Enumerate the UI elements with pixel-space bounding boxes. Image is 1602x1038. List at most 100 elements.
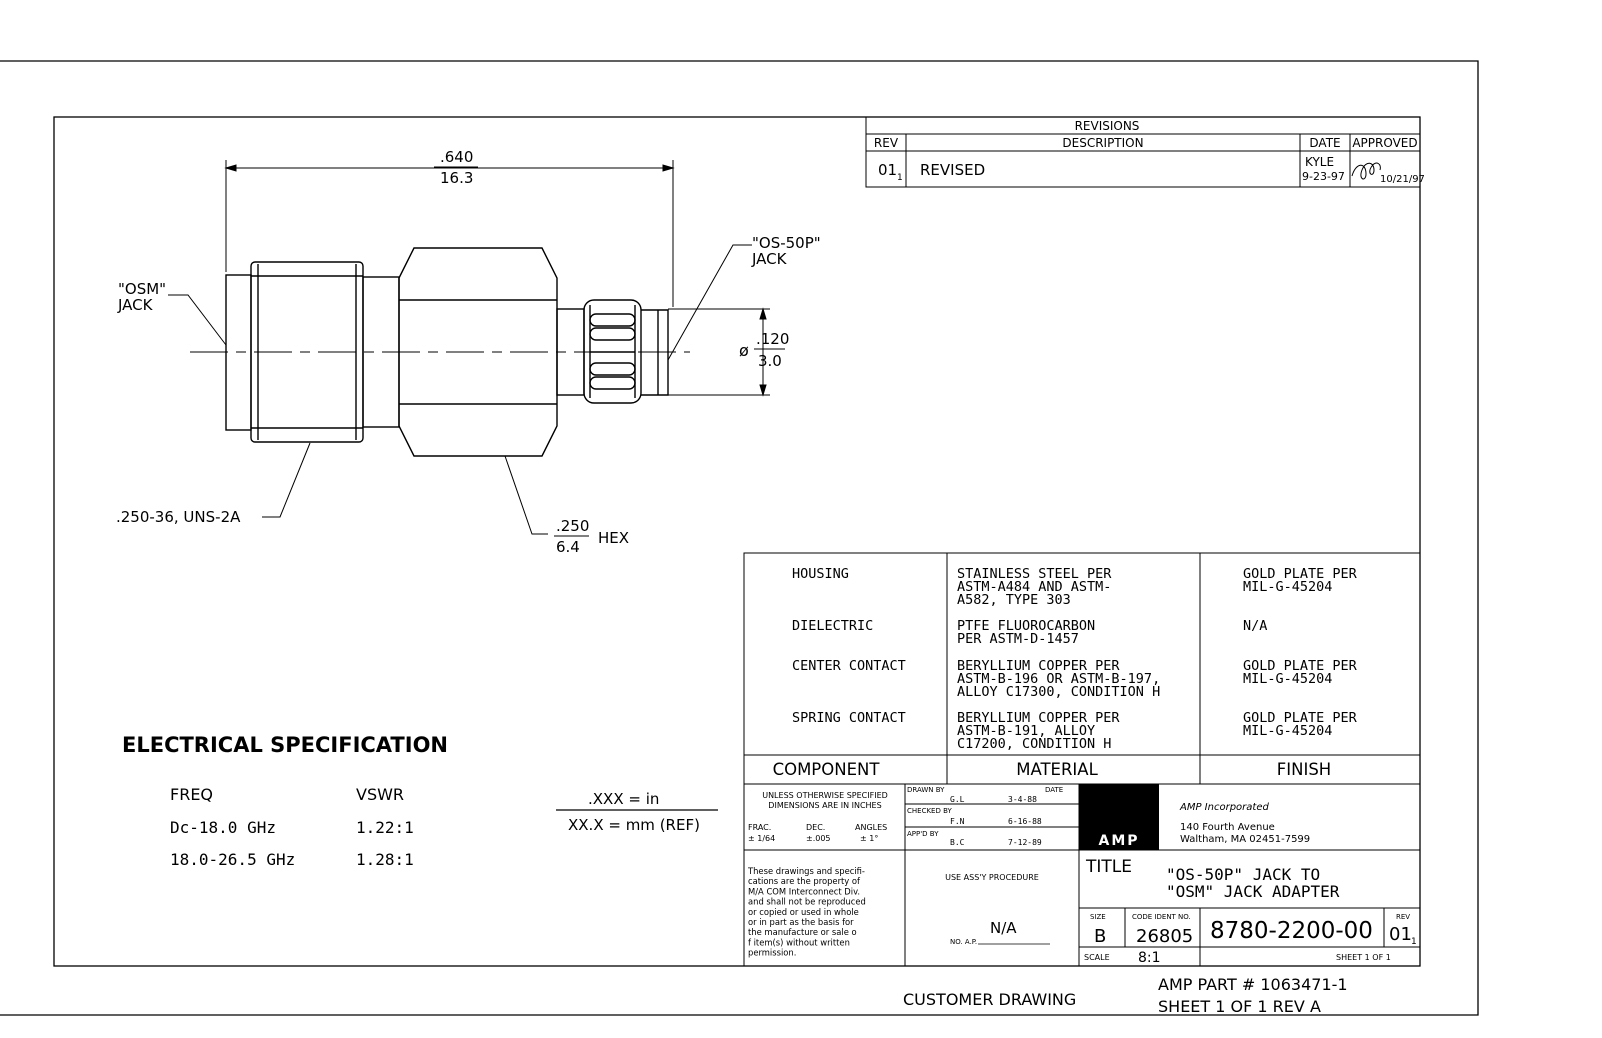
- material-header: MATERIAL: [1016, 760, 1098, 779]
- approver-signature: [1351, 162, 1381, 180]
- dimension-labels: .640 16.3 "OSM" JACK "OS-50P" JACK ø .12…: [116, 148, 821, 556]
- angles-label: ANGLES: [855, 823, 887, 832]
- angles-value: ± 1°: [860, 834, 878, 843]
- units-mm: XX.X = mm (REF): [568, 816, 700, 834]
- revisions-table: [865, 116, 1421, 188]
- rev-date-name: KYLE: [1305, 155, 1334, 169]
- rev-value-sub: 1: [897, 173, 903, 183]
- proprietary-line-1: These drawings and specifi-: [747, 866, 865, 876]
- proprietary-line-4: and shall not be reproduced: [748, 897, 866, 907]
- revisions-text: REVISIONS REV DESCRIPTION DATE APPROVED …: [874, 119, 1425, 185]
- material-4-line-2: ASTM-B-191, ALLOY: [957, 723, 1095, 739]
- amp-part-number: AMP PART # 1063471-1: [1158, 975, 1348, 994]
- proprietary-line-3: M/A COM Interconnect Div.: [748, 886, 860, 896]
- hex-label: HEX: [598, 529, 629, 547]
- component-4: SPRING CONTACT: [792, 710, 906, 726]
- frac-label: FRAC.: [748, 823, 771, 832]
- material-1-line-1: STAINLESS STEEL PER: [957, 566, 1112, 582]
- amp-logo-box: [1079, 784, 1159, 850]
- proprietary-notice: These drawings and specifi-cations are t…: [747, 866, 866, 958]
- appd-by: B.C: [950, 838, 965, 847]
- overall-dim-in: .640: [440, 148, 473, 166]
- drawing-title-1: "OS-50P" JACK TO: [1166, 865, 1320, 884]
- company-address-2: Waltham, MA 02451-7599: [1180, 834, 1310, 845]
- tb-rev-sub: 1: [1411, 937, 1417, 947]
- dec-value: ±.005: [806, 834, 831, 843]
- finish-1-line-2: MIL-G-45204: [1243, 579, 1332, 595]
- electrical-spec: ELECTRICAL SPECIFICATION FREQ VSWR Dc-18…: [122, 733, 448, 869]
- dec-label: DEC.: [806, 823, 825, 832]
- component-header: COMPONENT: [773, 760, 881, 779]
- date-header: DATE: [1309, 136, 1340, 150]
- finish-4-line-2: MIL-G-45204: [1243, 723, 1332, 739]
- finish-4-line-1: GOLD PLATE PER: [1243, 710, 1358, 726]
- finish-3-line-2: MIL-G-45204: [1243, 671, 1332, 687]
- tb-rev-value: 01: [1389, 924, 1412, 945]
- frac-value: ± 1/64: [748, 834, 775, 843]
- description-header: DESCRIPTION: [1062, 136, 1143, 150]
- unless-specified-2: DIMENSIONS ARE IN INCHES: [768, 801, 881, 810]
- drawing-number: 8780-2200-00: [1210, 918, 1373, 944]
- appd-by-label: APP'D BY: [907, 830, 939, 838]
- rev-value: 01: [878, 161, 897, 179]
- diameter-dim-in: .120: [756, 330, 789, 348]
- no-ap-value: N/A: [990, 919, 1017, 937]
- material-3-line-1: BERYLLIUM COPPER PER: [957, 658, 1120, 674]
- drawing-title-2: "OSM" JACK ADAPTER: [1166, 882, 1340, 901]
- thread-spec: .250-36, UNS-2A: [116, 508, 241, 526]
- proprietary-line-5: or copied or used in whole: [748, 907, 859, 917]
- osm-jack-label-2: JACK: [117, 296, 154, 314]
- footer-sheet-rev: SHEET 1 OF 1 REV A: [1158, 997, 1321, 1016]
- freq-row-1: Dc-18.0 GHz: [170, 818, 276, 837]
- appd-date: 7-12-89: [1008, 838, 1042, 847]
- size-label: SIZE: [1090, 913, 1106, 921]
- proprietary-line-9: permission.: [748, 948, 796, 958]
- rev-description: REVISED: [920, 161, 985, 179]
- company-address-1: 140 Fourth Avenue: [1180, 822, 1275, 833]
- os50p-jack-label-2: JACK: [751, 250, 788, 268]
- title-label: TITLE: [1085, 857, 1132, 877]
- proprietary-line-7: the manufacture or sale o: [748, 927, 857, 937]
- component-1: HOUSING: [792, 566, 849, 582]
- material-3-line-3: ALLOY C17300, CONDITION H: [957, 684, 1160, 700]
- use-assy-procedure: USE ASS'Y PROCEDURE: [945, 873, 1039, 882]
- scale-value: 8:1: [1138, 950, 1161, 966]
- drawn-date: 3-4-88: [1008, 795, 1037, 804]
- checked-by-label: CHECKED BY: [907, 807, 953, 815]
- rev-header: REV: [874, 136, 899, 150]
- component-3: CENTER CONTACT: [792, 658, 906, 674]
- hex-dim-in: .250: [556, 517, 589, 535]
- electrical-spec-title: ELECTRICAL SPECIFICATION: [122, 733, 448, 757]
- no-ap-label: NO. A.P.: [950, 938, 977, 946]
- material-1-line-2: ASTM-A484 AND ASTM-: [957, 579, 1111, 595]
- drawn-by-label: DRAWN BY: [907, 786, 945, 794]
- footer: CUSTOMER DRAWING AMP PART # 1063471-1 SH…: [903, 975, 1348, 1016]
- diameter-symbol: ø: [739, 341, 749, 360]
- approved-header: APPROVED: [1352, 136, 1417, 150]
- overall-dim-mm: 16.3: [440, 169, 473, 187]
- os50p-jack-label: "OS-50P": [752, 234, 821, 252]
- drawn-by: G.L: [950, 795, 965, 804]
- outer-border: [0, 60, 1479, 1016]
- dimension-lines: [168, 160, 770, 535]
- materials-headers: COMPONENT MATERIAL FINISH: [773, 760, 1332, 779]
- component-2: DIELECTRIC: [792, 618, 873, 634]
- code-ident-label: CODE IDENT NO.: [1132, 913, 1191, 921]
- hex-dim-mm: 6.4: [556, 538, 580, 556]
- vswr-header: VSWR: [356, 785, 404, 804]
- customer-drawing-label: CUSTOMER DRAWING: [903, 990, 1076, 1009]
- units-note: .XXX = in XX.X = mm (REF): [556, 790, 718, 834]
- amp-logo: AMP: [1098, 833, 1139, 849]
- scale-label: SCALE: [1084, 953, 1110, 962]
- finish-2-line-1: N/A: [1243, 618, 1267, 634]
- rev-date-value: 9-23-97: [1302, 170, 1345, 183]
- size-value: B: [1094, 926, 1106, 947]
- finish-3-line-1: GOLD PLATE PER: [1243, 658, 1358, 674]
- material-2-line-1: PTFE FLUOROCARBON: [957, 618, 1095, 634]
- material-1-line-3: A582, TYPE 303: [957, 592, 1071, 608]
- units-inch: .XXX = in: [588, 790, 659, 808]
- material-2-line-2: PER ASTM-D-1457: [957, 631, 1079, 647]
- vswr-row-1: 1.22:1: [356, 818, 414, 837]
- diameter-dim-mm: 3.0: [758, 352, 782, 370]
